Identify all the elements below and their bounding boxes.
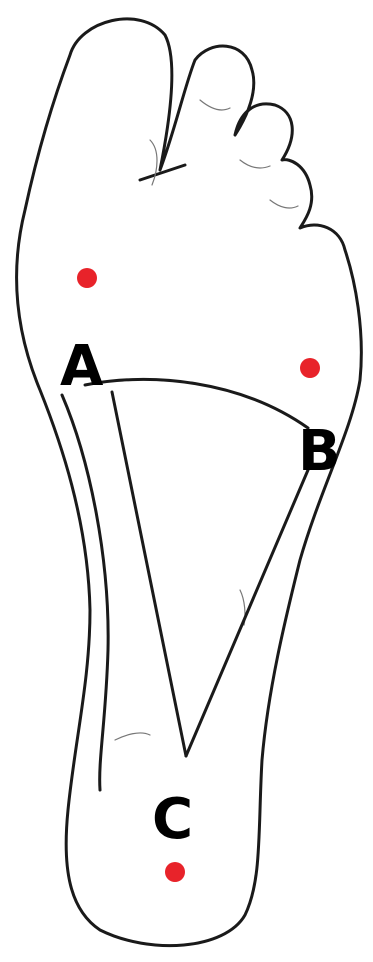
arch-outer-line xyxy=(62,395,108,790)
point-label-a: A xyxy=(60,334,104,399)
point-label-b: B xyxy=(298,419,341,484)
marker-dot-1 xyxy=(77,268,97,288)
line-b-c xyxy=(186,470,308,756)
point-label-c: C xyxy=(152,787,193,852)
big-toe-crease xyxy=(150,140,157,185)
heel-crease xyxy=(115,733,150,740)
toe-crease-2 xyxy=(200,100,230,110)
toe-crease-4 xyxy=(270,200,298,208)
line-a-c xyxy=(112,392,186,756)
toe-crease-3 xyxy=(240,160,270,168)
marker-dot-2 xyxy=(300,358,320,378)
marker-dot-3 xyxy=(165,862,185,882)
